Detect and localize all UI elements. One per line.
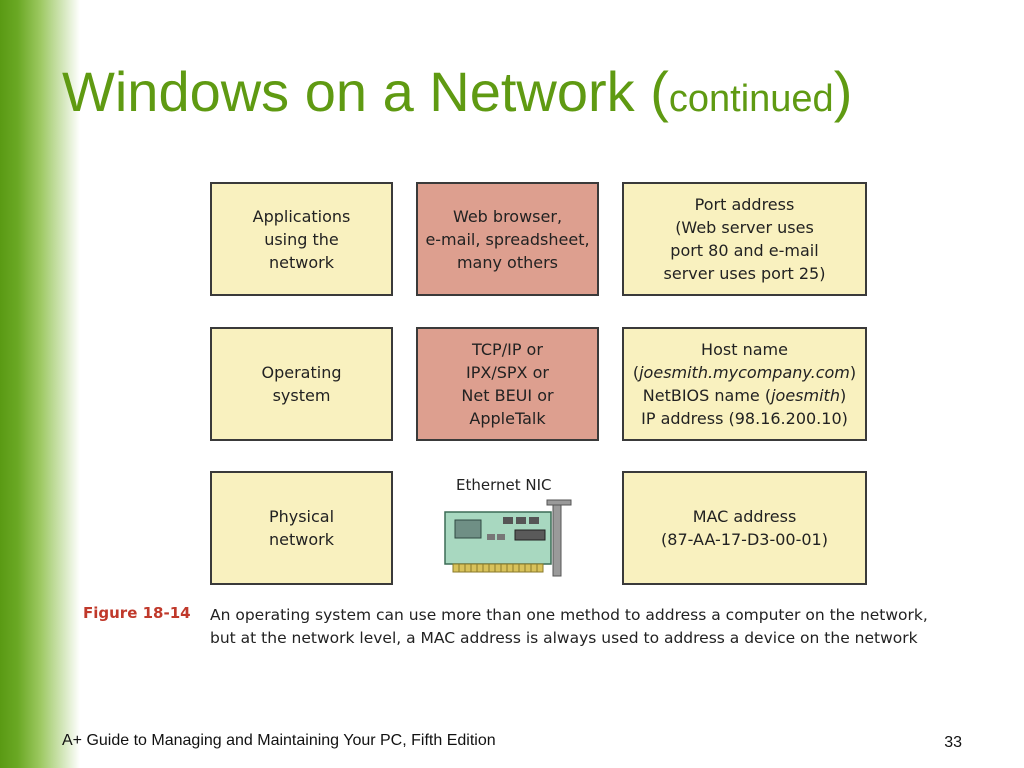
port-address-line-3: port 80 and e-mail <box>670 241 819 260</box>
applications-box: Applications using the network <box>210 182 393 296</box>
netbios-label: NetBIOS name ( <box>642 386 772 405</box>
protocols-line-4: AppleTalk <box>469 409 546 428</box>
physical-network-line-1: Physical <box>268 507 335 526</box>
operating-system-line-1: Operating <box>261 363 342 382</box>
figure-label: Figure 18-14 <box>83 604 191 622</box>
page-number: 33 <box>944 734 962 751</box>
port-address-box: Port address (Web server uses port 80 an… <box>622 182 867 296</box>
web-browser-line-2: e-mail, spreadsheet, <box>425 229 590 249</box>
web-browser-line-1: Web browser, <box>452 206 563 226</box>
applications-line-2: using the <box>264 229 339 249</box>
title-close-paren: ) <box>833 60 853 123</box>
title-main: Windows on a Network ( <box>62 60 669 123</box>
mac-address-line-2: (87-AA-17-D3-00-01) <box>661 530 828 549</box>
netbios-line: NetBIOS name (joesmith) <box>633 384 856 407</box>
web-browser-box: Web browser, e-mail, spreadsheet, many o… <box>416 182 599 296</box>
web-browser-line-3: many others <box>456 252 559 272</box>
host-name-label: Host name <box>701 340 788 359</box>
mac-address-box: MAC address (87-AA-17-D3-00-01) <box>622 471 867 585</box>
port-address-line-4: server uses port 25) <box>663 264 826 283</box>
protocols-box: TCP/IP or IPX/SPX or Net BEUI or AppleTa… <box>416 327 599 441</box>
host-name-box: Host name (joesmith.mycompany.com) NetBI… <box>622 327 867 441</box>
operating-system-line-2: system <box>272 386 331 405</box>
protocols-line-2: IPX/SPX or <box>466 363 549 382</box>
physical-network-box: Physical network <box>210 471 393 585</box>
ethernet-nic-label: Ethernet NIC <box>456 476 552 494</box>
host-name-value-line: (joesmith.mycompany.com) <box>633 361 856 384</box>
port-address-line-2: (Web server uses <box>675 218 814 237</box>
protocols-line-1: TCP/IP or <box>472 340 543 359</box>
port-address-line-1: Port address <box>694 195 795 214</box>
physical-network-line-2: network <box>269 530 334 549</box>
footer-book-title: A+ Guide to Managing and Maintaining You… <box>62 732 496 749</box>
netbios-value: joesmith <box>771 386 840 405</box>
operating-system-box: Operating system <box>210 327 393 441</box>
host-name-close-paren: ) <box>849 363 857 382</box>
host-name-value: joesmith.mycompany.com <box>639 363 850 382</box>
netbios-close-paren: ) <box>839 386 847 405</box>
host-name-line: Host name <box>633 338 856 361</box>
ethernet-nic-card-icon <box>444 499 572 577</box>
side-gradient-bar <box>0 0 80 768</box>
applications-line-1: Applications <box>252 206 351 226</box>
protocols-line-3: Net BEUI or <box>461 386 554 405</box>
title-continued: continued <box>668 78 834 120</box>
host-name-open-paren: ( <box>632 363 640 382</box>
slide-title: Windows on a Network (continued) <box>62 58 852 125</box>
figure-caption: An operating system can use more than on… <box>210 606 928 647</box>
mac-address-line-1: MAC address <box>692 507 797 526</box>
applications-line-3: network <box>269 252 334 272</box>
ip-address-line: IP address (98.16.200.10) <box>641 409 848 428</box>
